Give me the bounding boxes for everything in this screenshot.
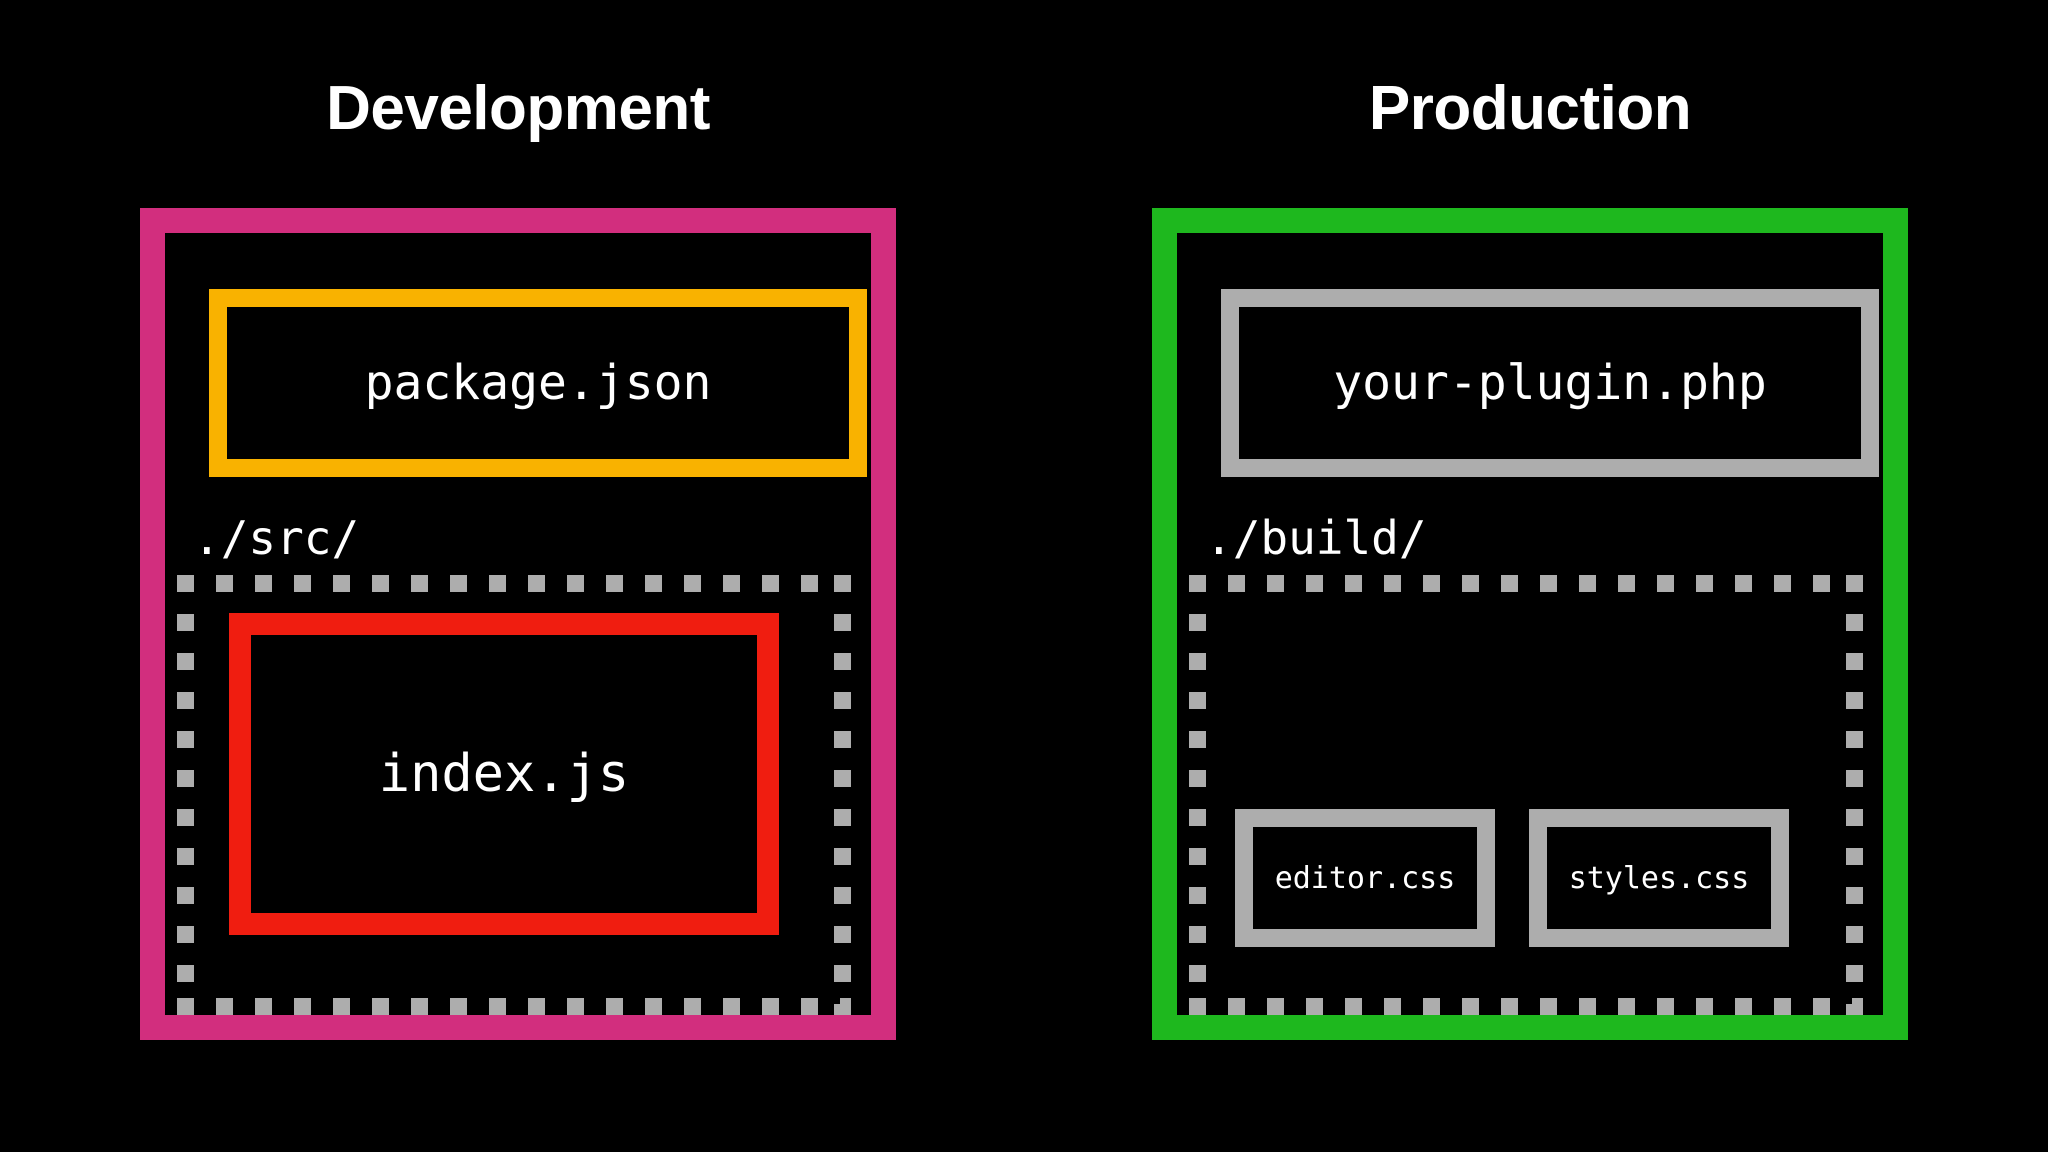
development-panel-inner: package.json ./src/ index.js: [165, 233, 871, 1015]
directory-label-src: ./src/: [193, 511, 360, 565]
file-box-your-plugin-php[interactable]: your-plugin.php: [1221, 289, 1879, 477]
file-label-editor-css: editor.css: [1274, 860, 1456, 896]
column-title-development: Development: [326, 74, 710, 143]
dashed-edge-left: [177, 575, 194, 1015]
file-box-styles-css[interactable]: styles.css: [1529, 809, 1789, 947]
dashed-edge-right: [1846, 575, 1863, 1015]
file-label-index-js: index.js: [378, 744, 630, 804]
file-label-your-plugin-php: your-plugin.php: [1333, 355, 1767, 411]
directory-container-build: editor.css styles.css: [1189, 575, 1863, 1015]
file-label-package-json: package.json: [364, 355, 712, 411]
dashed-edge-left: [1189, 575, 1206, 1015]
directory-container-src: index.js: [177, 575, 851, 1015]
directory-label-build: ./build/: [1205, 511, 1427, 565]
file-box-index-js[interactable]: index.js: [229, 613, 779, 935]
column-title-production: Production: [1368, 74, 1692, 143]
file-box-package-json[interactable]: package.json: [209, 289, 867, 477]
production-panel-inner: your-plugin.php ./build/ editor.css styl…: [1177, 233, 1883, 1015]
production-panel: your-plugin.php ./build/ editor.css styl…: [1152, 208, 1908, 1040]
development-panel: package.json ./src/ index.js: [140, 208, 896, 1040]
dashed-edge-right: [834, 575, 851, 1015]
file-label-styles-css: styles.css: [1568, 860, 1750, 896]
file-box-editor-css[interactable]: editor.css: [1235, 809, 1495, 947]
